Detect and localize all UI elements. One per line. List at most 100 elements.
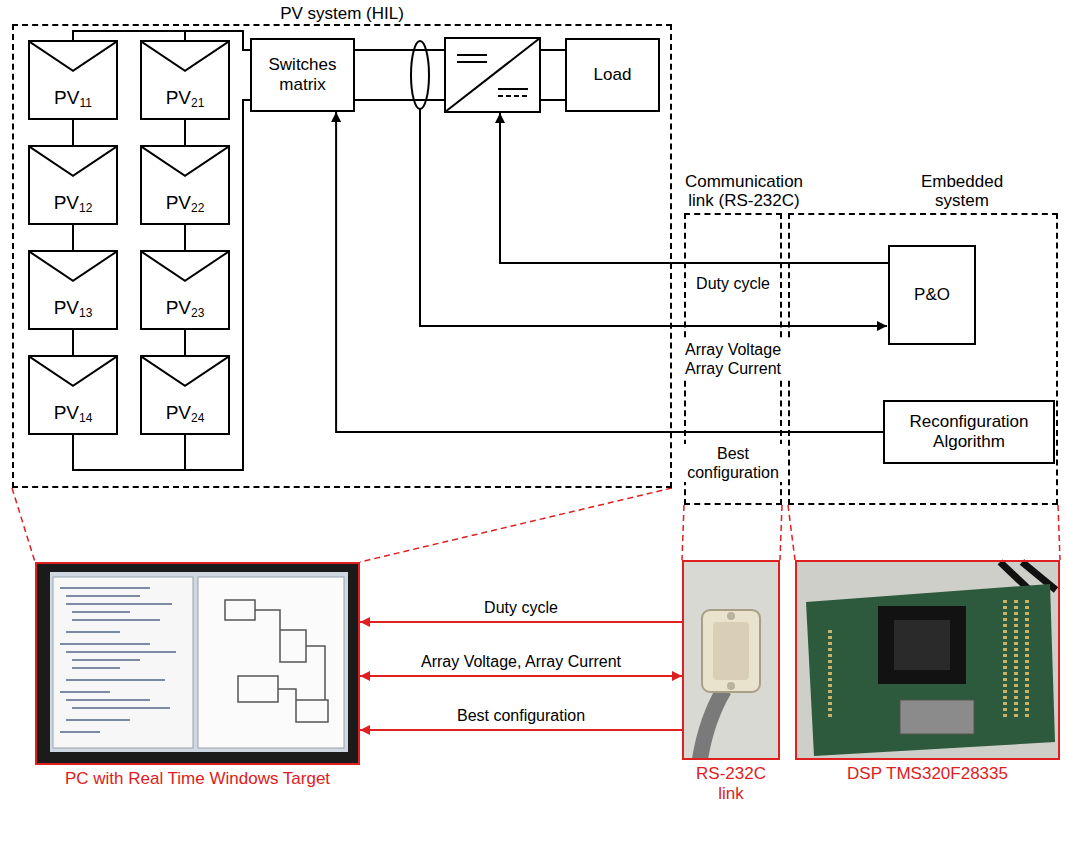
algorithm-box: Reconfiguration Algorithm xyxy=(883,400,1055,464)
module-index: 13 xyxy=(79,306,92,320)
pv-module: PV24 xyxy=(140,355,230,435)
module-letters: PV xyxy=(54,87,79,108)
db9-plug-shell xyxy=(713,622,749,680)
dc-symbol-input xyxy=(457,55,487,62)
dc-dc-converter xyxy=(445,38,540,112)
signal-name: Duty cycle xyxy=(694,274,772,293)
current-sensor-ring xyxy=(411,41,429,109)
pv-symbol-line xyxy=(142,147,228,176)
module-label: PV21 xyxy=(142,87,228,109)
comm-link-region: Communication link (RS-232C) xyxy=(684,213,782,505)
connector-label: Duty cycle xyxy=(482,598,560,617)
module-letters: PV xyxy=(166,402,191,423)
zoom-leader xyxy=(12,488,35,562)
load-box: Load xyxy=(565,38,660,112)
connector-label: Best configuration xyxy=(455,706,587,725)
photo-ground xyxy=(683,561,779,759)
module-letters: PV xyxy=(54,402,79,423)
thumb-screw xyxy=(727,682,735,690)
pv-module: PV14 xyxy=(28,355,118,435)
module-index: 24 xyxy=(191,411,204,425)
signal-arrow xyxy=(336,112,883,432)
module-index: 22 xyxy=(191,201,204,215)
box-label: Load xyxy=(590,65,636,85)
converter-diagonal xyxy=(445,38,540,112)
pv-symbol-line xyxy=(30,357,116,386)
module-index: 12 xyxy=(79,201,92,215)
region-heading: Communication link (RS-232C) xyxy=(679,172,809,211)
pv-symbol-line xyxy=(30,42,116,71)
pv-module: PV22 xyxy=(140,145,230,225)
module-label: PV22 xyxy=(142,192,228,214)
zoom-leader xyxy=(360,488,672,562)
thumb-screw xyxy=(727,612,735,620)
db9-connector xyxy=(900,700,974,734)
module-label: PV12 xyxy=(30,192,116,214)
pc-photo-frame: PC with Real Time Windows Target xyxy=(35,562,360,765)
box-label: Reconfiguration Algorithm xyxy=(885,412,1053,451)
module-letters: PV xyxy=(54,192,79,213)
module-label: PV14 xyxy=(30,402,116,424)
dsp-socket-lid xyxy=(894,620,950,670)
pv-symbol-line xyxy=(142,42,228,71)
photo-ground xyxy=(796,561,1059,759)
zoom-leader xyxy=(780,505,782,560)
model-window xyxy=(198,577,344,748)
pv-module: PV21 xyxy=(140,40,230,120)
pv-symbol-line xyxy=(142,252,228,281)
data-link-arrow xyxy=(360,675,682,677)
connector-label: Array Voltage, Array Current xyxy=(419,652,623,671)
model-blocks xyxy=(225,600,328,722)
module-index: 21 xyxy=(191,96,204,110)
circuit-board xyxy=(806,584,1055,756)
pv-module: PV11 xyxy=(28,40,118,120)
dc-symbol-output-dashed xyxy=(498,95,528,97)
serial-cable-photo xyxy=(683,561,779,759)
serial-link-frame: RS-232C link xyxy=(682,560,780,760)
region-heading: PV system (HIL) xyxy=(232,4,452,24)
header-pins xyxy=(830,600,1027,720)
module-index: 11 xyxy=(79,96,91,110)
dc-symbol-output xyxy=(498,88,528,90)
pv-symbol-line xyxy=(142,357,228,386)
region-heading: Embedded system xyxy=(910,172,1014,211)
photo-caption: DSP TMS320F28335 xyxy=(797,764,1059,784)
pv-module: PV13 xyxy=(28,250,118,330)
photo-caption: RS-232C link xyxy=(686,764,776,803)
zoom-leader xyxy=(1058,505,1060,560)
zoom-leader xyxy=(788,505,795,560)
signal-name: Array Voltage Array Current xyxy=(675,340,791,378)
embedded-region: Embedded systemP&OReconfiguration Algori… xyxy=(788,213,1058,505)
module-index: 23 xyxy=(191,306,204,320)
data-link-arrow xyxy=(360,621,682,623)
hil-region: PV system (HIL)PV11PV12PV13PV14PV21PV22P… xyxy=(12,24,672,488)
db9-plug-body xyxy=(702,610,760,692)
box-label: P&O xyxy=(910,285,954,305)
monitor-screen xyxy=(50,572,348,752)
module-label: PV23 xyxy=(142,297,228,319)
connector-label: Best configuration xyxy=(681,444,785,482)
pv-module: PV23 xyxy=(140,250,230,330)
monitor-bezel xyxy=(36,563,359,764)
pv-module: PV12 xyxy=(28,145,118,225)
switch-matrix-box: Switches matrix xyxy=(250,38,355,112)
dsp-socket xyxy=(878,606,966,684)
module-label: PV13 xyxy=(30,297,116,319)
data-link-arrow xyxy=(360,729,682,731)
dsp-board-frame: DSP TMS320F28335 xyxy=(795,560,1060,760)
module-letters: PV xyxy=(166,192,191,213)
zoom-leader xyxy=(682,505,684,560)
module-label: PV24 xyxy=(142,402,228,424)
editor-window xyxy=(53,577,193,748)
module-letters: PV xyxy=(166,297,191,318)
duty-cycle-wire xyxy=(500,113,888,263)
pv-symbol-line xyxy=(30,252,116,281)
module-index: 14 xyxy=(79,411,92,425)
module-letters: PV xyxy=(166,87,191,108)
photo-caption: PC with Real Time Windows Target xyxy=(38,769,358,789)
box-label: Switches matrix xyxy=(252,55,353,94)
measurement-wire xyxy=(420,109,887,326)
pv-symbol-line xyxy=(30,147,116,176)
serial-cable xyxy=(700,690,724,759)
